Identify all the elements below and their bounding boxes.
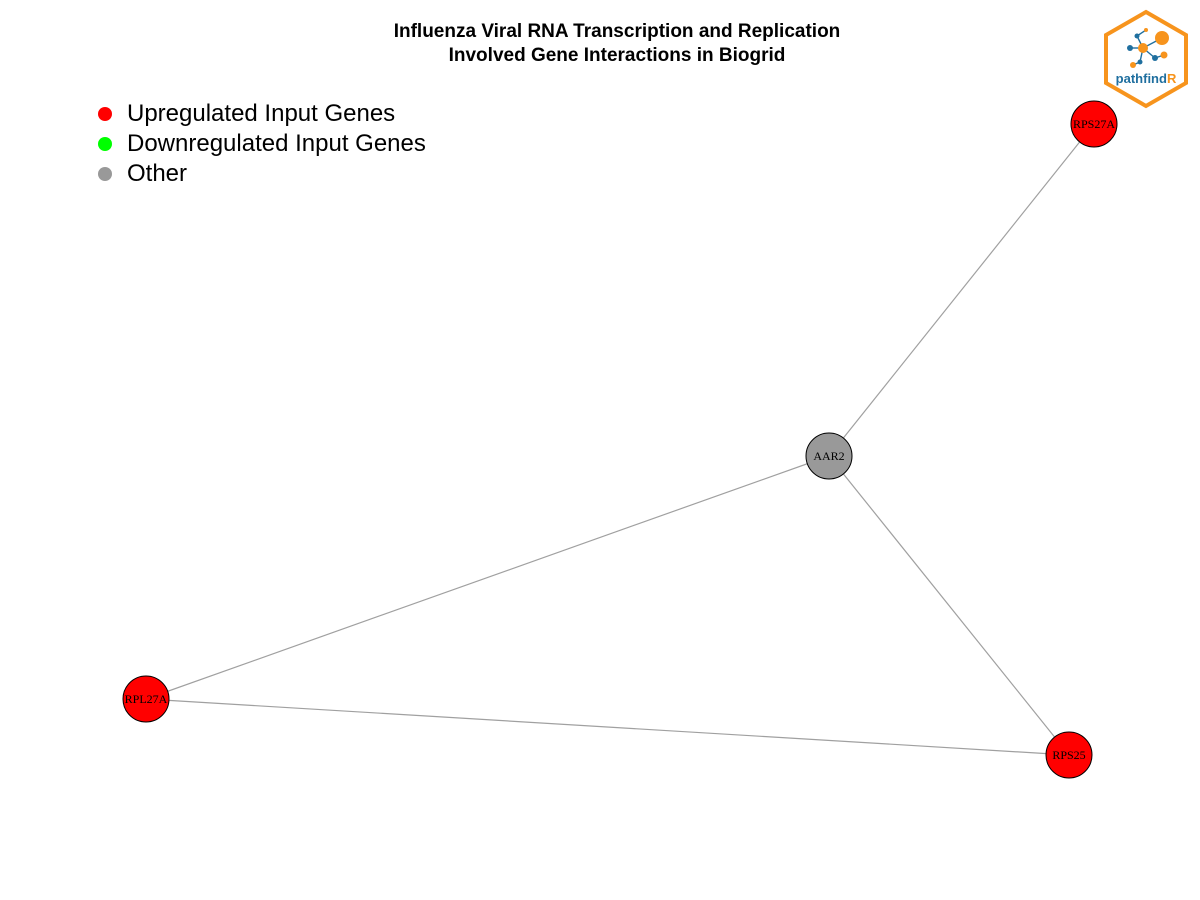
legend-dot-downregulated	[98, 137, 112, 151]
logo-text: pathfindR	[1116, 71, 1177, 86]
page-title: Influenza Viral RNA Transcription and Re…	[0, 20, 1200, 68]
node-circle-rps25	[1045, 731, 1093, 779]
legend-label-other: Other	[127, 160, 188, 187]
node-label-rps27a: RPS27A	[1073, 117, 1115, 131]
legend-item-other: Other	[98, 159, 426, 189]
edge-aar2-rpl27a	[145, 455, 830, 700]
legend-dot-other	[98, 167, 112, 181]
node-rps27a: RPS27A	[1070, 100, 1118, 148]
node-aar2: AAR2	[805, 432, 853, 480]
legend-dot-upregulated	[98, 107, 112, 121]
legend-label-upregulated: Upregulated Input Genes	[127, 100, 396, 127]
node-circle-rpl27a	[122, 675, 170, 723]
node-label-aar2: AAR2	[813, 449, 844, 463]
title-line-2: Involved Gene Interactions in Biogrid	[448, 45, 786, 66]
node-circle-rps27a	[1070, 100, 1118, 148]
node-rpl27a: RPL27A	[122, 675, 170, 723]
legend-item-upregulated: Upregulated Input Genes	[98, 99, 426, 129]
pathfindr-logo: pathfindR	[1104, 9, 1188, 109]
node-rps25: RPS25	[1045, 731, 1093, 779]
edge-rpl27a-rps25	[145, 698, 1070, 756]
edges-layer	[145, 123, 1095, 756]
node-label-rpl27a: RPL27A	[125, 692, 168, 706]
node-circle-aar2	[805, 432, 853, 480]
legend-item-downregulated: Downregulated Input Genes	[98, 129, 426, 159]
edge-aar2-rps25	[828, 455, 1070, 756]
title-line-1: Influenza Viral RNA Transcription and Re…	[393, 21, 841, 42]
node-label-rps25: RPS25	[1052, 748, 1085, 762]
legend: Upregulated Input Genes Downregulated In…	[98, 99, 426, 189]
legend-label-downregulated: Downregulated Input Genes	[127, 130, 426, 157]
nodes-layer: AAR2 RPS27A RPL27A RPS25	[122, 100, 1118, 779]
edge-aar2-rps27a	[828, 123, 1095, 457]
